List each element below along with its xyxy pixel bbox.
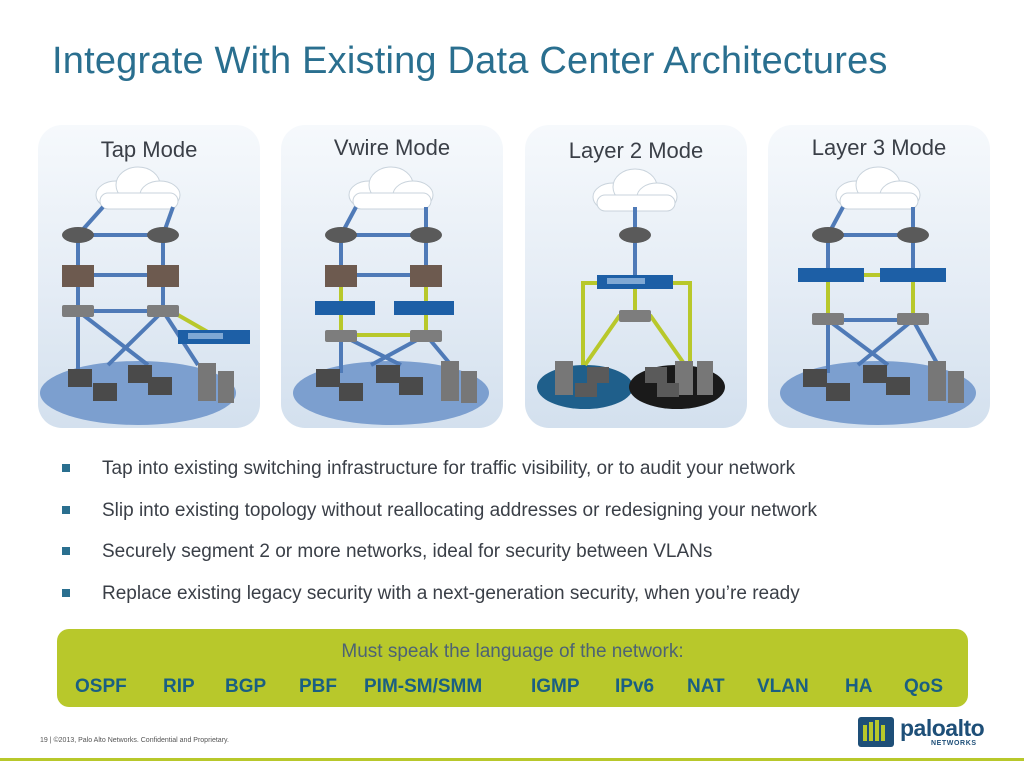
protocol-ipv6: IPv6 — [615, 676, 655, 697]
logo-wordmark: paloalto — [900, 715, 985, 741]
vwire-mode-diagram — [293, 166, 489, 425]
protocol-banner: Must speak the language of the network: … — [57, 629, 968, 707]
cloud-icon — [592, 168, 678, 212]
protocol-ospf: OSPF — [75, 676, 127, 697]
cloud-icon — [348, 166, 434, 210]
panel-vwire-mode: Vwire Mode — [281, 125, 503, 428]
protocol-bgp: BGP — [225, 676, 267, 697]
protocol-rip: RIP — [163, 676, 195, 697]
switch-icon — [62, 305, 179, 317]
bullet-text: Slip into existing topology without real… — [102, 499, 818, 521]
firewall-appliance-icon — [315, 301, 454, 315]
protocol-pbf: PBF — [299, 676, 337, 697]
segment-links — [581, 281, 692, 367]
firewall-appliance-icon — [597, 275, 673, 289]
firewall-appliance-icon — [178, 330, 250, 344]
network-floor — [293, 361, 489, 425]
router-icon — [619, 227, 651, 243]
bullet-text: Securely segment 2 or more networks, ide… — [102, 541, 713, 562]
protocol-vlan: VLAN — [757, 676, 809, 697]
panel-title: Layer 2 Mode — [568, 138, 704, 163]
bullet-icon — [62, 464, 70, 472]
panel-tap-mode: Tap Mode — [38, 125, 260, 428]
layer3-mode-diagram — [780, 166, 976, 425]
router-icon — [812, 227, 929, 243]
bullet-icon — [62, 547, 70, 555]
logo-icon — [858, 717, 894, 747]
workstation-icon — [316, 365, 423, 401]
cloud-icon — [95, 166, 181, 210]
switch-icon — [812, 313, 929, 325]
protocol-igmp: IGMP — [531, 676, 580, 697]
router-icon — [325, 227, 442, 243]
bullet-item: Slip into existing topology without real… — [62, 500, 817, 542]
protocol-nat: NAT — [687, 676, 725, 697]
logo-subtitle: NETWORKS — [931, 740, 977, 747]
cloud-icon — [835, 166, 921, 210]
tap-mode-diagram — [40, 166, 250, 425]
protocol-banner-title: Must speak the language of the network: — [341, 641, 684, 662]
bullet-icon — [62, 588, 70, 597]
server-icon — [198, 363, 234, 403]
panel-title: Vwire Mode — [333, 135, 451, 160]
protocol-qos: QoS — [904, 676, 944, 697]
server-icon — [441, 361, 477, 403]
bullet-icon — [62, 505, 70, 514]
palo-alto-logo: paloalto NETWORKS — [858, 714, 985, 748]
firewall-icon — [62, 265, 179, 287]
workstation-icon — [575, 367, 679, 397]
bullet-item: Tap into existing switching infrastructu… — [62, 458, 817, 500]
switch-icon — [325, 330, 442, 342]
bullet-text: Replace existing legacy security with a … — [102, 582, 800, 604]
slide-title: Integrate With Existing Data Center Arch… — [52, 40, 888, 82]
router-icon — [62, 227, 179, 243]
panel-title: Layer 3 Mode — [811, 135, 947, 160]
workstation-icon — [68, 365, 172, 401]
layer2-mode-diagram — [537, 168, 725, 409]
server-icon — [555, 361, 713, 395]
links — [76, 205, 200, 373]
network-floor — [780, 361, 976, 425]
bullet-text: Tap into existing switching infrastructu… — [102, 458, 796, 479]
server-icon — [928, 361, 964, 403]
protocol-pim-sm-smm: PIM-SM/SMM — [364, 676, 483, 697]
panel-layer3-mode: Layer 3 Mode — [768, 125, 990, 428]
firewall-icon — [325, 265, 442, 287]
panel-title: Tap Mode — [100, 137, 198, 162]
bullet-list: Tap into existing switching infrastructu… — [62, 458, 817, 624]
bullet-item: Securely segment 2 or more networks, ide… — [62, 541, 817, 583]
panel-layer2-mode: Layer 2 Mode — [525, 125, 747, 428]
protocol-ha: HA — [845, 676, 873, 697]
bullet-item: Replace existing legacy security with a … — [62, 583, 817, 625]
footer-rule — [0, 758, 1024, 761]
footer-text: 19 | ©2013, Palo Alto Networks. Confiden… — [40, 737, 229, 744]
switch-icon — [619, 310, 651, 322]
workstation-icon — [803, 365, 910, 401]
firewall-appliance-icon — [798, 268, 946, 282]
